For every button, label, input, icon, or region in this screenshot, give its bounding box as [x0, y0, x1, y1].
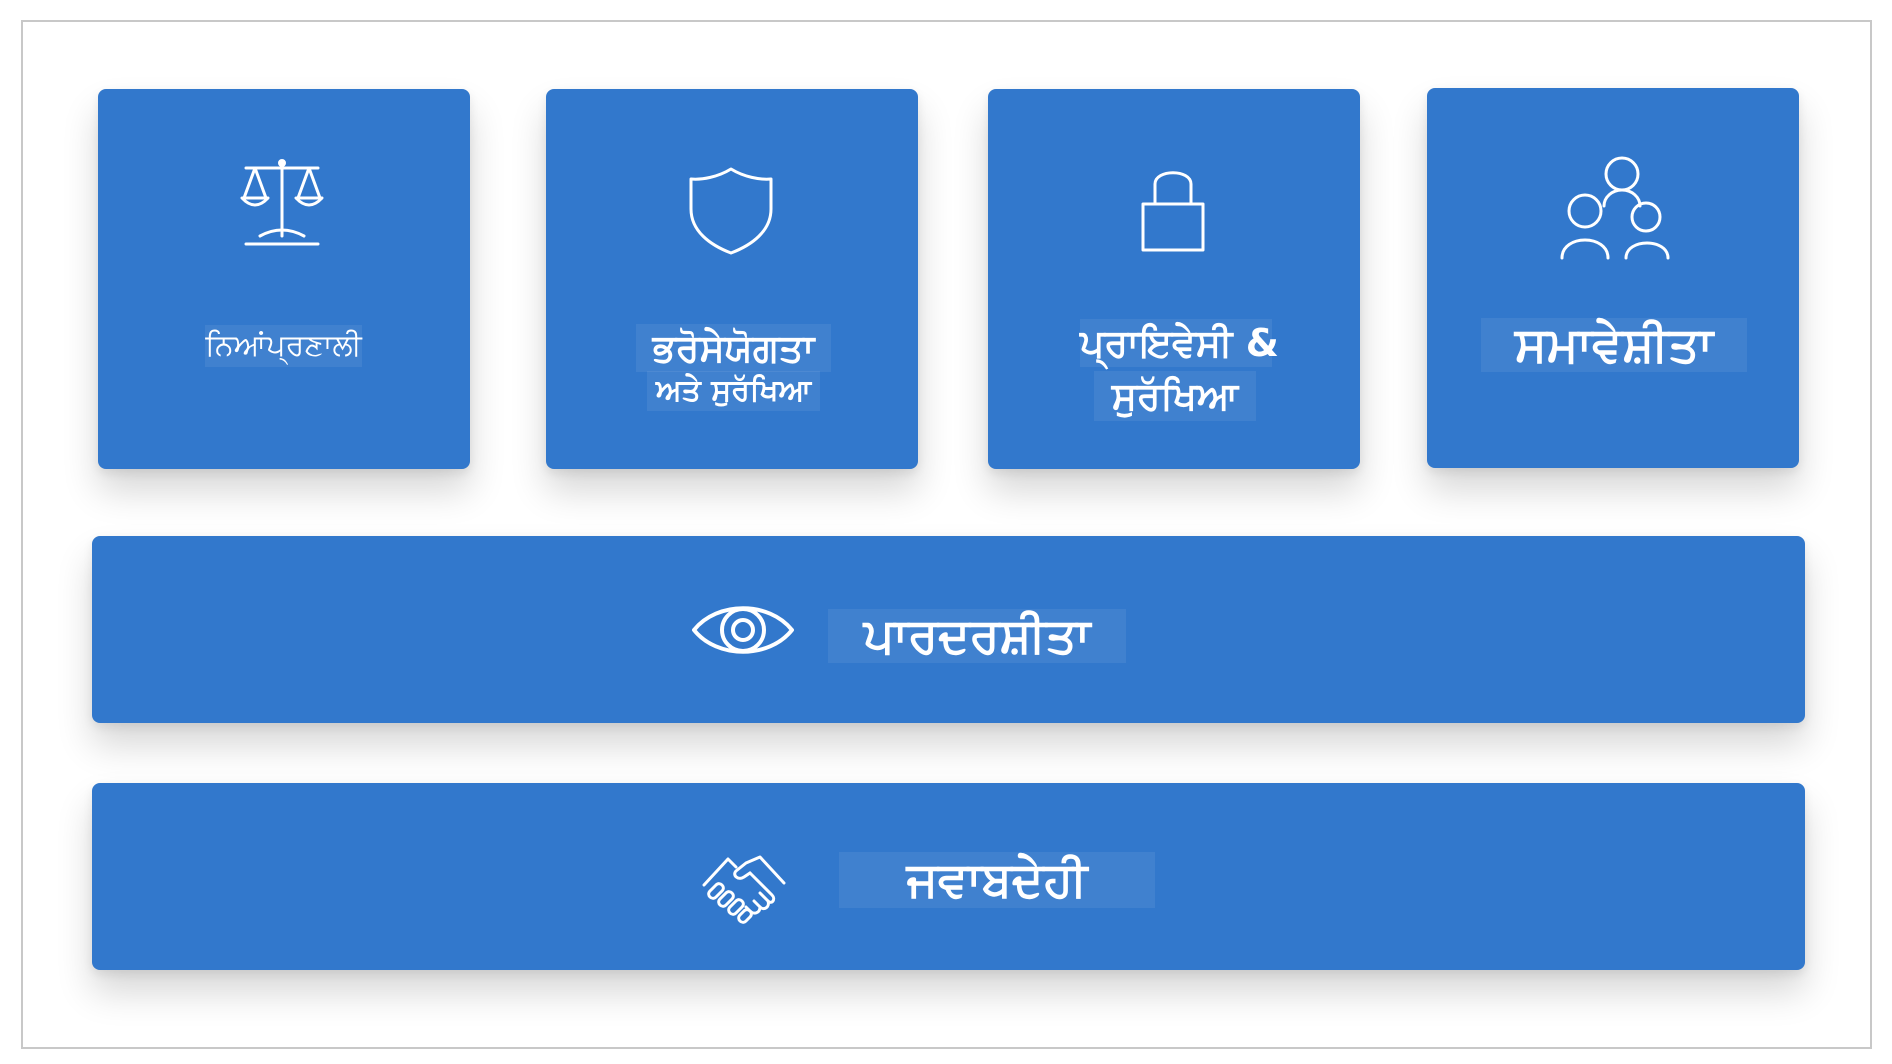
- inclusiveness-tile: ਸਮਾਵੇਸ਼ੀਤਾ: [1427, 88, 1799, 468]
- handshake-icon: [702, 849, 786, 929]
- fairness-label: ਨਿਆਂਪ੍ਰਣਾਲੀ: [205, 325, 362, 367]
- people-icon: [1558, 156, 1672, 260]
- accountability-label: ਜਵਾਬਦੇਹੀ: [839, 852, 1155, 908]
- eye-icon: [691, 599, 795, 661]
- accountability-band: ਜਵਾਬਦੇਹੀ: [92, 783, 1805, 970]
- privacy-label-line1: ਪ੍ਰਾਇਵੇਸੀ &: [1080, 319, 1279, 367]
- inclusiveness-label: ਸਮਾਵੇਸ਼ੀਤਾ: [1481, 318, 1747, 372]
- reliability-tile: ਭਰੋਸੇਯੋਗਤਾ ਅਤੇ ਸੁਰੱਖਿਆ: [546, 89, 918, 469]
- privacy-tile: ਪ੍ਰਾਇਵੇਸੀ & ਸੁਰੱਖਿਆ: [988, 89, 1360, 469]
- reliability-label-line1: ਭਰੋਸੇਯੋਗਤਾ: [636, 324, 831, 372]
- transparency-label: ਪਾਰਦਰਸ਼ੀਤਾ: [828, 609, 1126, 663]
- lock-icon: [1139, 160, 1207, 254]
- diagram-frame: ਨਿਆਂਪ੍ਰਣਾਲੀ ਭਰੋਸੇਯੋਗਤਾ ਅਤੇ ਸੁਰੱਖਿਆ ਪ੍ਰਾਇ…: [21, 20, 1872, 1049]
- fairness-tile: ਨਿਆਂਪ੍ਰਣਾਲੀ: [98, 89, 470, 469]
- shield-icon: [686, 165, 776, 257]
- privacy-label-line2: ਸੁਰੱਖਿਆ: [1094, 371, 1256, 421]
- reliability-label-line2: ਅਤੇ ਸੁਰੱਖਿਆ: [647, 371, 820, 411]
- scales-icon: [238, 158, 326, 248]
- transparency-band: ਪਾਰਦਰਸ਼ੀਤਾ: [92, 536, 1805, 723]
